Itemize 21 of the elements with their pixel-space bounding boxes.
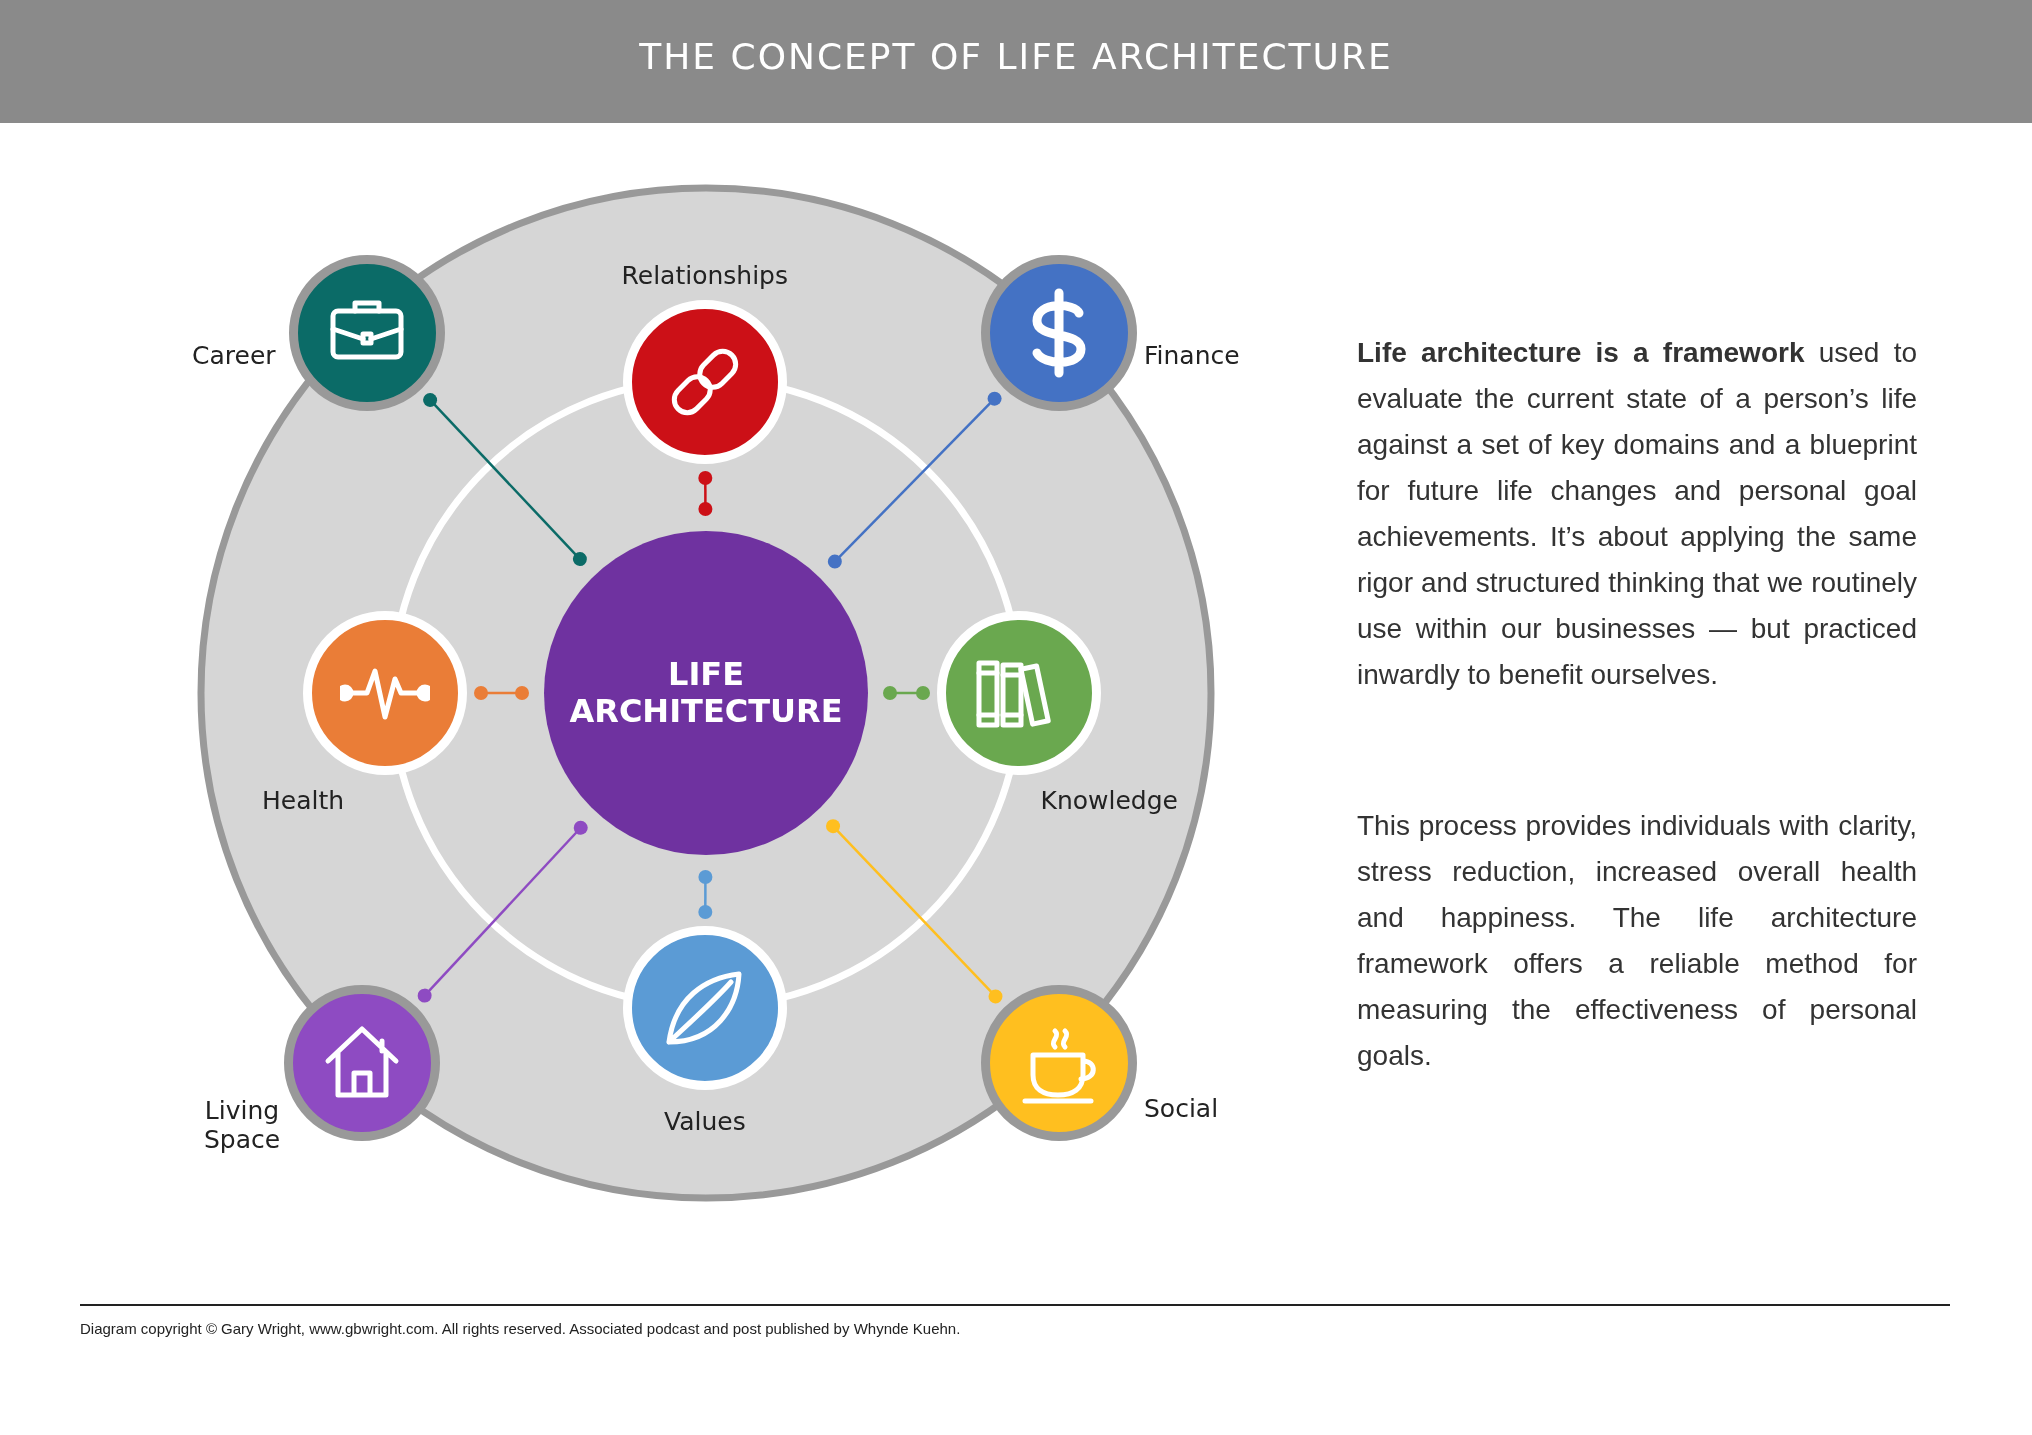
connector-line <box>883 686 930 700</box>
domain-label: Career <box>192 340 276 370</box>
connector-line <box>827 391 1002 569</box>
domain-label: Knowledge <box>1040 785 1178 815</box>
domain-label: Health <box>262 785 345 815</box>
connector-line <box>698 471 713 516</box>
copyright-note: Diagram copyright © Gary Wright, www.gbwright.com. All rights reserved. Associated podcast and post published by Whynde Kuehn. <box>80 1320 961 1337</box>
page-title: THE CONCEPT OF LIFE ARCHITECTURE <box>638 36 1394 77</box>
domain-label: Living Space <box>202 1096 282 1154</box>
connector-line <box>423 393 587 567</box>
domain-label: Social <box>1144 1093 1219 1123</box>
center-title: LIFE ARCHITECTURE <box>568 656 844 730</box>
description-paragraph: Life architecture is a framework used to evaluate the current state of a person’s life against a set of key domains and a blueprint for future life changes and personal goal achievements. It’s about applying the same rigor and structured thinking that we routinely use within our businesses — but practiced inwardly to benefit ourselves. <box>1357 336 1917 692</box>
description-paragraph: This process provides individuals with clarity, stress reduction, increased overall health and happiness. The life architecture framework offers a reliable method for measuring the effectiveness of personal goals. <box>1357 809 1917 1073</box>
connector-line <box>474 686 529 700</box>
domain-label: Finance <box>1144 340 1240 370</box>
connector-line <box>826 819 1003 1004</box>
connector-line <box>698 870 713 919</box>
domain-label: Values <box>664 1106 746 1136</box>
connector-line <box>417 820 588 1003</box>
domain-label: Relationships <box>621 260 788 290</box>
